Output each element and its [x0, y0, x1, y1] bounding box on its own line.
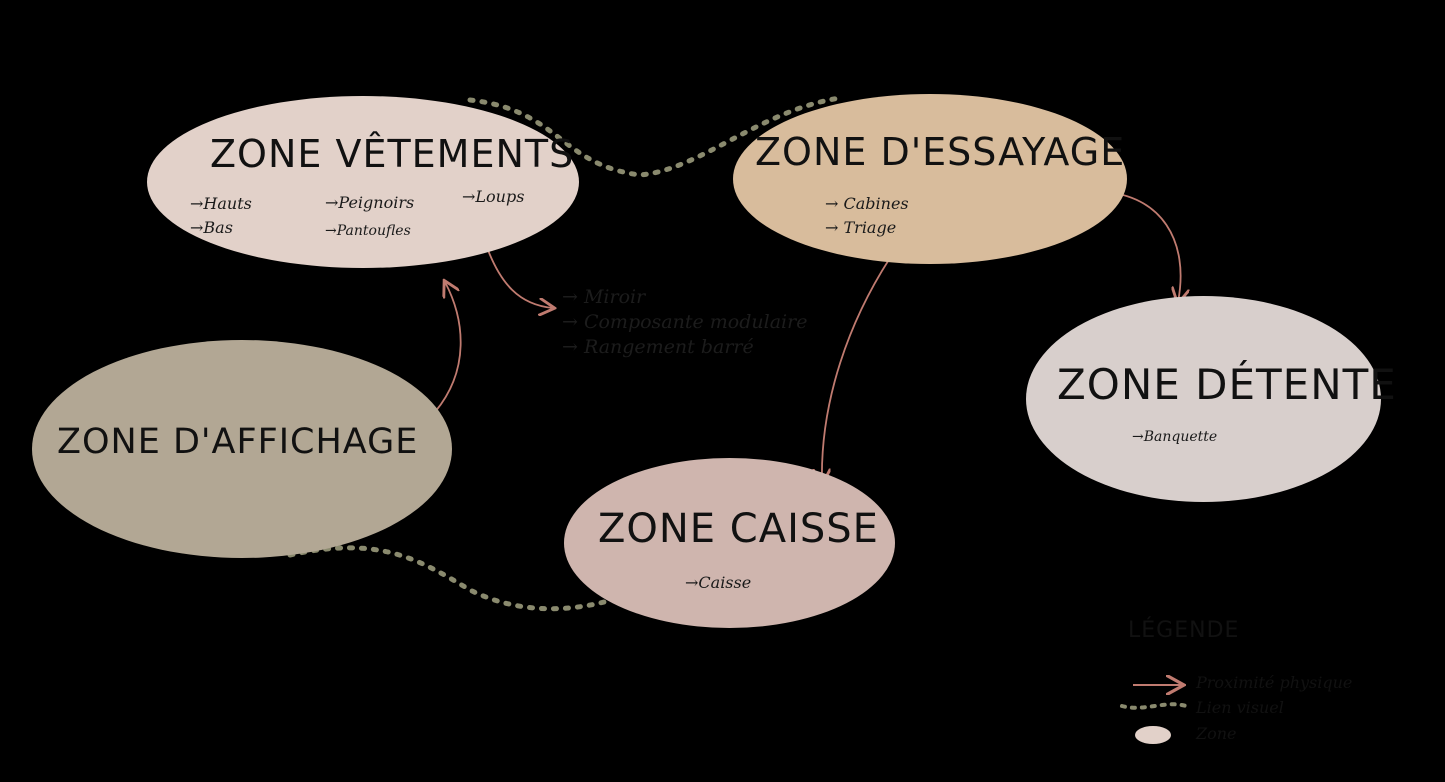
zone-detente [1026, 296, 1381, 502]
arrow-vetements-branch [484, 241, 553, 308]
arrow-essayage-caisse [822, 257, 891, 483]
zone-vetements [147, 96, 579, 268]
zone-caisse-title: Zone caisse [598, 506, 879, 552]
legend-label-proximite: Proximité physique [1196, 673, 1353, 692]
zone-essayage-item-cabines: → Cabines [825, 194, 909, 213]
zone-vetements-item-pantoufles: →Pantoufles [325, 223, 411, 239]
zone-vetements-title: Zone vêtements [210, 132, 575, 176]
visual-link-affichage-caisse [287, 545, 683, 612]
zone-caisse-item-caisse: →Caisse [685, 573, 752, 592]
zone-essayage-item-triage: → Triage [825, 218, 897, 237]
zone-essayage [733, 94, 1127, 264]
zone-vetements-item-bas: →Bas [190, 218, 233, 237]
branch-item-miroir: → Miroir [562, 286, 646, 308]
legend-title: Légende [1128, 618, 1240, 643]
branch-item-rangement: → Rangement barré [562, 336, 754, 358]
arrow-affichage-vetements [434, 282, 462, 413]
legend-label-lien-visuel: Lien visuel [1196, 698, 1284, 717]
zone-detente-item-banquette: →Banquette [1132, 429, 1218, 445]
branch-item-composante: → Composante modulaire [562, 311, 808, 333]
zone-vetements-item-peignoirs: →Peignoirs [325, 193, 415, 212]
zone-vetements-item-loups: →Loups [462, 187, 525, 206]
legend-zone-mark [1135, 726, 1171, 744]
zone-caisse [564, 458, 895, 628]
zone-affichage [32, 340, 452, 558]
legend-label-zone: Zone [1196, 724, 1237, 743]
zone-detente-title: Zone détente [1057, 360, 1397, 409]
zone-affichage-title: Zone d'affichage [57, 422, 419, 462]
zone-vetements-item-hauts: →Hauts [190, 194, 252, 213]
legend-dots-mark [1120, 702, 1188, 710]
zone-essayage-title: Zone d'essayage [755, 130, 1126, 174]
